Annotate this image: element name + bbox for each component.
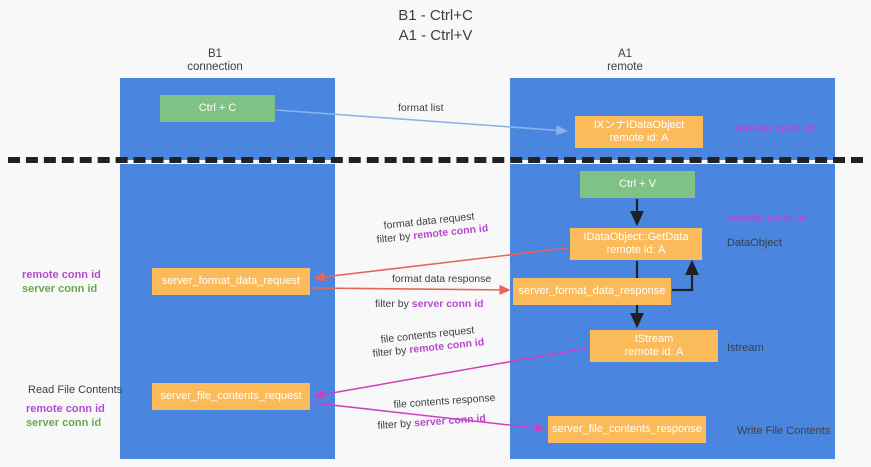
edge-label-file-contents-response-filter: filter by server conn id xyxy=(377,411,486,433)
tag-remote-conn-id-top: remote conn id xyxy=(735,123,814,135)
node-server-format-data-request[interactable]: server_format_data_request xyxy=(152,268,310,295)
divider-dashed-line xyxy=(8,157,863,163)
node-server-file-contents-request[interactable]: server_file_contents_request xyxy=(152,383,310,410)
lane-b1-below-divider xyxy=(120,164,335,459)
side-label-dataobject: DataObject xyxy=(727,237,783,249)
filter-key-server-conn-id: server conn id xyxy=(413,412,487,430)
left-conn-id-group-bottom: remote conn id server conn id xyxy=(26,402,105,430)
filter-by-text: filter by xyxy=(372,344,410,360)
node-idataobject[interactable]: IXンナIDataObject remote id: A xyxy=(575,116,703,148)
node-istream[interactable]: IStream remote id: A xyxy=(590,330,718,362)
side-label-read-file-contents: Read File Contents xyxy=(28,384,123,396)
node-idataobject-getdata[interactable]: IDataObject::GetData remote id: A xyxy=(570,228,702,260)
edge-label-format-data-response: format data response xyxy=(392,273,492,285)
node-server-file-contents-response[interactable]: server_file_contents_response xyxy=(548,416,706,443)
tag-remote-conn-id-left-bottom: remote conn id xyxy=(26,403,105,415)
filter-by-text: filter by xyxy=(375,298,412,310)
tag-server-conn-id-left-bottom: server conn id xyxy=(26,417,102,429)
tag-remote-conn-id-mid: remote conn id xyxy=(727,212,806,224)
node-ctrl-v[interactable]: Ctrl + V xyxy=(580,171,695,198)
tag-server-conn-id-left-top: server conn id xyxy=(22,283,98,295)
edge-label-format-list: format list xyxy=(398,102,444,114)
column-header-b1: B1 connection xyxy=(187,48,243,73)
edge-label-format-data-response-filter: filter by server conn id xyxy=(375,297,484,311)
side-label-istream: Istream xyxy=(727,342,764,354)
node-ctrl-c[interactable]: Ctrl + C xyxy=(160,95,275,122)
node-server-format-data-response[interactable]: server_format_data_response xyxy=(513,278,671,305)
left-conn-id-group-top: remote conn id server conn id xyxy=(22,268,101,296)
side-label-write-file-contents: Write File Contents xyxy=(737,425,831,437)
column-header-a1: A1 remote xyxy=(607,48,643,73)
filter-key-server-conn-id: server conn id xyxy=(411,298,484,310)
page-title: B1 - Ctrl+C A1 - Ctrl+V xyxy=(398,7,473,44)
filter-by-text: filter by xyxy=(377,417,415,432)
filter-by-text: filter by xyxy=(376,230,414,246)
lane-a1-below-divider xyxy=(510,164,835,459)
edge-label-file-contents-response: file contents response xyxy=(393,391,496,411)
tag-remote-conn-id-left-top: remote conn id xyxy=(22,269,101,281)
